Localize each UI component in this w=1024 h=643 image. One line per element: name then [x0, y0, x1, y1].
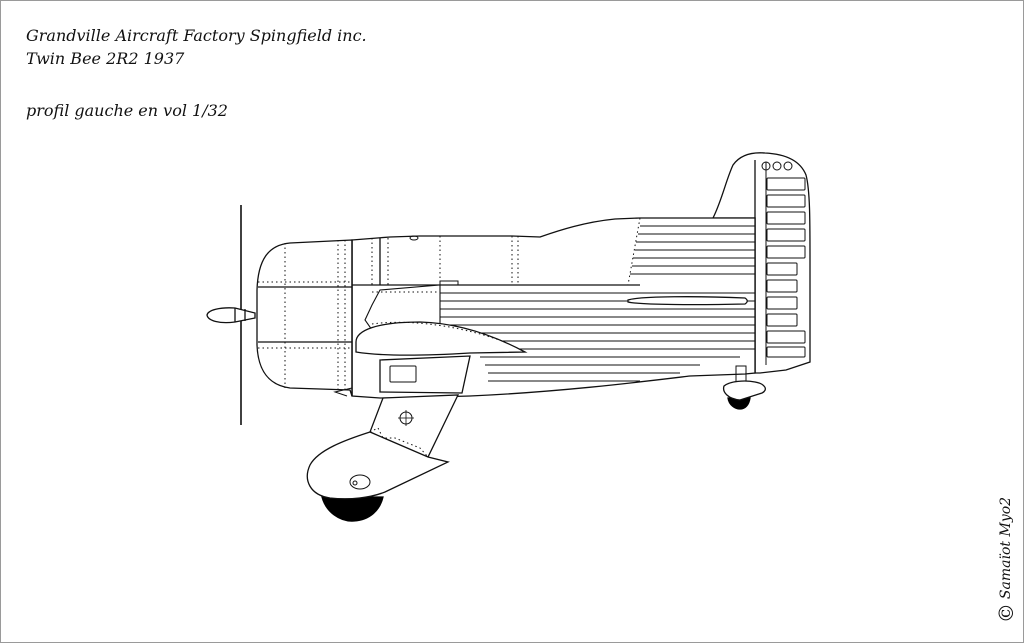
- exhaust-stub: [333, 387, 353, 397]
- wheel-axle: [352, 480, 358, 486]
- wheel-hub: [349, 474, 371, 490]
- vertical-tail: [711, 152, 811, 374]
- fin-vent-2: [772, 161, 782, 171]
- title-line-1: Grandville Aircraft Factory Spingfield i…: [26, 26, 367, 45]
- wing: [355, 321, 528, 356]
- fin-vent-1: [761, 161, 771, 171]
- access-plate: [389, 365, 417, 383]
- fuel-cap: [409, 235, 419, 241]
- main-wheel-tire: [321, 496, 384, 522]
- tail-wheel-spat: [722, 380, 766, 401]
- rudder-ribs: [766, 177, 806, 358]
- propeller-spinner: [206, 307, 256, 324]
- wheel-spat: [306, 431, 450, 500]
- tail-wheel-tire: [727, 397, 751, 410]
- horizontal-stabilizer: [627, 296, 748, 306]
- view-caption: profil gauche en vol 1/32: [26, 101, 228, 120]
- title-block: Grandville Aircraft Factory Spingfield i…: [26, 24, 367, 70]
- wing-rivets: [371, 321, 506, 343]
- lower-fuselage-panel: [379, 355, 471, 394]
- engine-cowling: [256, 239, 353, 397]
- step-plate: [439, 280, 459, 286]
- fin-vent-3: [783, 161, 793, 171]
- title-line-2: Twin Bee 2R2 1937: [26, 49, 185, 68]
